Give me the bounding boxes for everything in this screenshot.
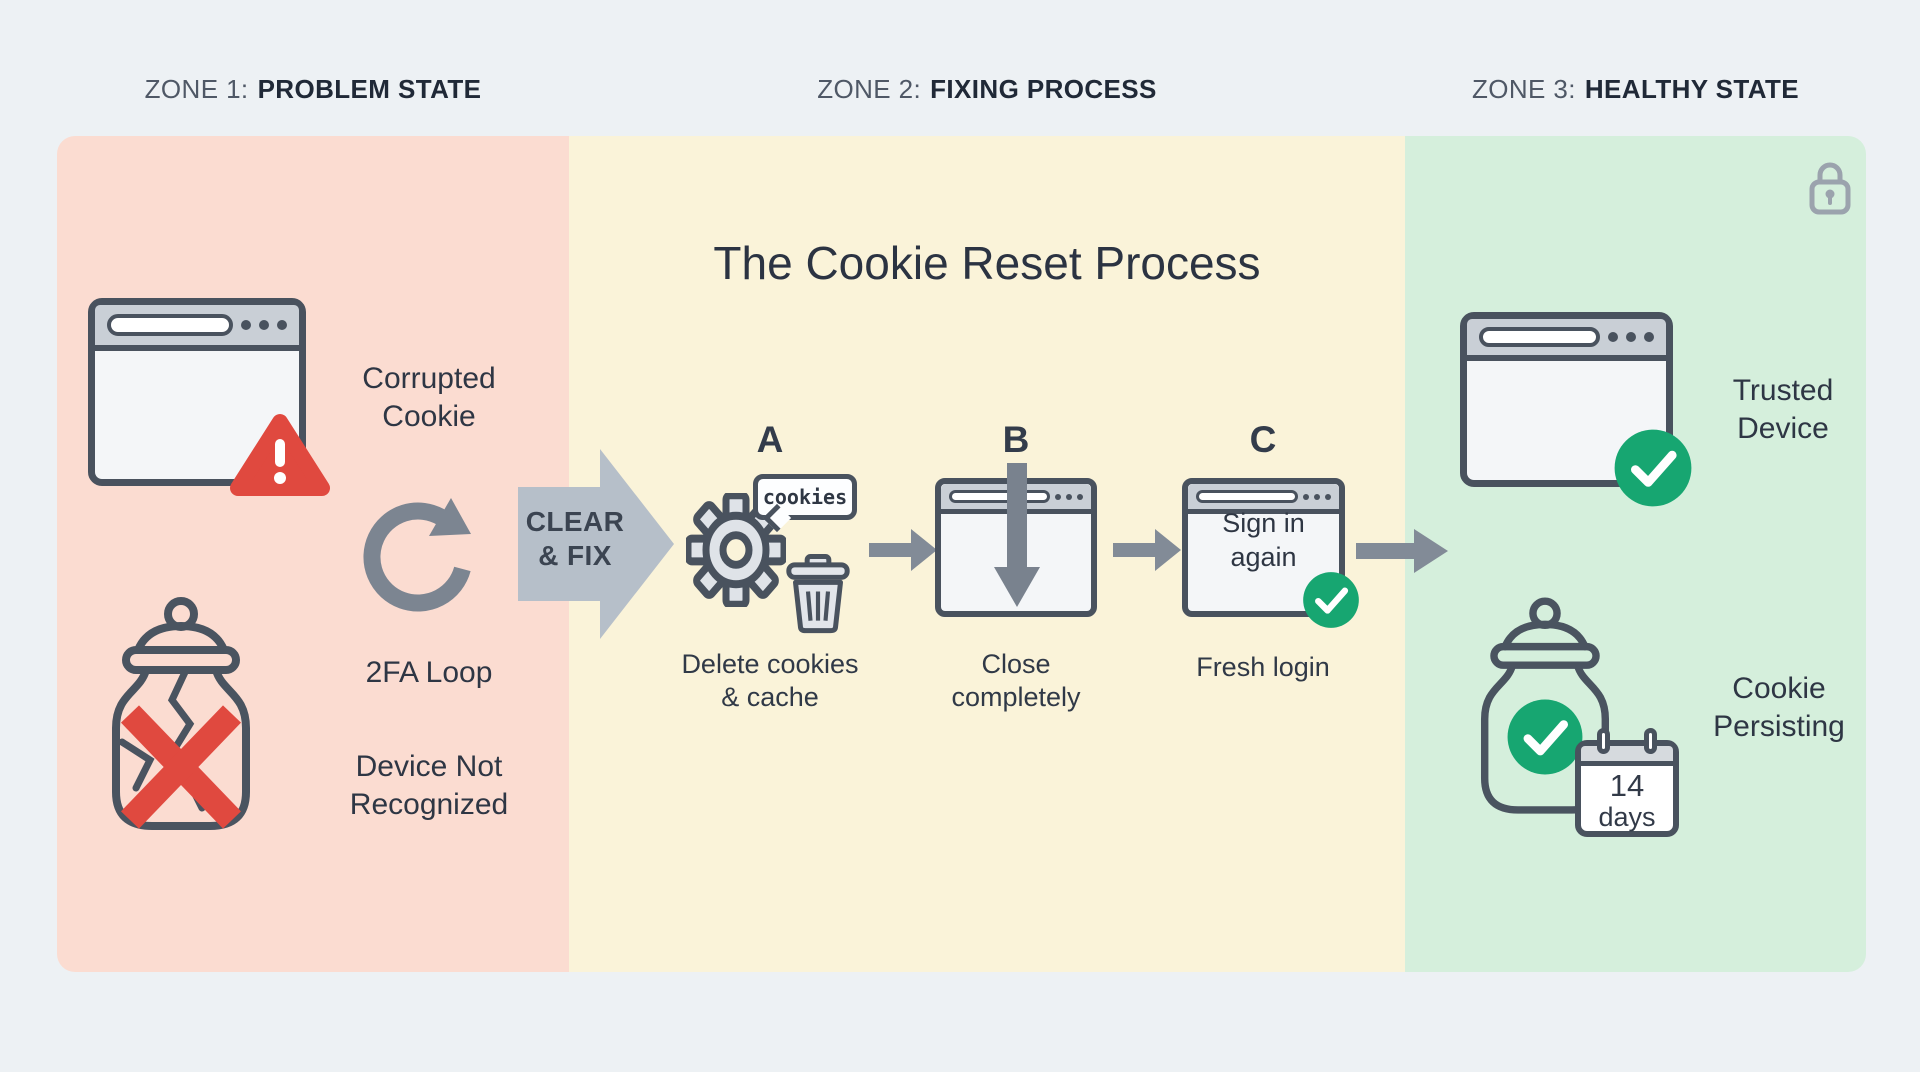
zone1-header: ZONE 1: PROBLEM STATE: [57, 70, 569, 108]
step-c-letter: C: [1249, 419, 1277, 460]
2fa-loop-label: 2FA Loop: [365, 656, 493, 689]
sign-in-browser-icon: Sign in again: [1182, 478, 1345, 617]
toolbar-dot: [1303, 493, 1309, 500]
toolbar-dot: [1325, 493, 1331, 500]
calendar-days-value: 14: [1609, 768, 1645, 803]
toolbar-dot: [241, 320, 251, 330]
toolbar-dot: [1055, 493, 1061, 500]
cookies-speech-bubble: cookies: [753, 474, 857, 520]
device-not-recognized-label: Device Not Recognized: [349, 750, 509, 821]
trusted-device-label: Trusted Device: [1732, 374, 1834, 445]
clear-and-fix-arrow-icon: [518, 449, 674, 639]
calendar-icon: 14 days: [1575, 728, 1679, 837]
arrow-b-to-c-icon: [1113, 529, 1181, 571]
calendar-ring: [1644, 728, 1657, 754]
step-a-letter: A: [756, 419, 784, 460]
clear-fix-line1: CLEAR: [525, 506, 625, 537]
cookie-jar-icon: [1480, 597, 1610, 814]
browser-toolbar: [95, 305, 299, 351]
address-bar: [1196, 490, 1298, 503]
zone2-header-title: FIXING PROCESS: [930, 73, 1157, 104]
zone1-problem-state: Corrupted Cookie 2FA Loop Device Not Rec…: [57, 136, 569, 972]
toolbar-dot: [1608, 332, 1618, 342]
clear-and-fix-label: CLEAR & FIX: [505, 505, 645, 573]
toolbar-dot: [1314, 493, 1320, 500]
warning-icon: [230, 414, 330, 496]
zone3-header-title: HEALTHY STATE: [1584, 73, 1800, 104]
down-arrow-icon: [994, 463, 1040, 607]
corrupted-cookie-label: Corrupted Cookie: [362, 362, 496, 433]
step-b-label: Close completely: [951, 649, 1081, 712]
cookie-persisting-label: Cookie Persisting: [1713, 672, 1845, 743]
address-bar: [1479, 327, 1600, 347]
toolbar-dot: [259, 320, 269, 330]
trash-icon: [786, 554, 850, 634]
step-a-label: Delete cookies & cache: [681, 649, 859, 712]
zone1-header-title: PROBLEM STATE: [257, 73, 482, 104]
toolbar-dot: [1644, 332, 1654, 342]
toolbar-dot: [277, 320, 287, 330]
check-circle-icon: [1507, 699, 1583, 775]
broken-cookie-jar-icon: [112, 597, 250, 830]
browser-toolbar: [1188, 484, 1339, 514]
red-x-icon: [120, 705, 242, 829]
check-circle-icon: [1614, 429, 1692, 507]
zone2-header-prefix: ZONE 2:: [817, 73, 922, 104]
arrow-c-to-zone3-icon: [1356, 529, 1448, 573]
cookies-bubble-text: cookies: [762, 485, 848, 509]
calendar-days-unit: days: [1598, 802, 1656, 832]
zone2-header: ZONE 2: FIXING PROCESS: [569, 70, 1405, 108]
lock-icon: [1809, 162, 1851, 215]
zone3-healthy-state: Trusted Device 14 days Cookie Persisting: [1405, 136, 1866, 972]
arrow-a-to-b-icon: [869, 529, 937, 571]
zone1-header-prefix: ZONE 1:: [144, 73, 249, 104]
calendar-header: [1581, 746, 1673, 766]
address-bar: [107, 314, 233, 336]
gear-icon: [686, 493, 786, 607]
clear-fix-line2: & FIX: [538, 540, 612, 571]
browser-toolbar: [1467, 319, 1666, 361]
toolbar-dot: [1626, 332, 1636, 342]
check-circle-icon: [1303, 572, 1359, 628]
sign-in-again-text: Sign in again: [1222, 508, 1305, 572]
toolbar-dot: [1066, 493, 1072, 500]
step-b-letter: B: [1002, 419, 1030, 460]
step-c-label: Fresh login: [1196, 652, 1330, 682]
corrupted-browser-icon: [88, 298, 306, 486]
calendar-ring: [1597, 728, 1610, 754]
zone3-header: ZONE 3: HEALTHY STATE: [1405, 70, 1866, 108]
zone3-header-prefix: ZONE 3:: [1471, 73, 1576, 104]
diagram-title: The Cookie Reset Process: [713, 237, 1261, 289]
zone2-fixing-process: The Cookie Reset Process A B C cookies: [569, 136, 1405, 972]
refresh-loop-icon: [363, 498, 471, 612]
toolbar-dot: [1077, 493, 1083, 500]
